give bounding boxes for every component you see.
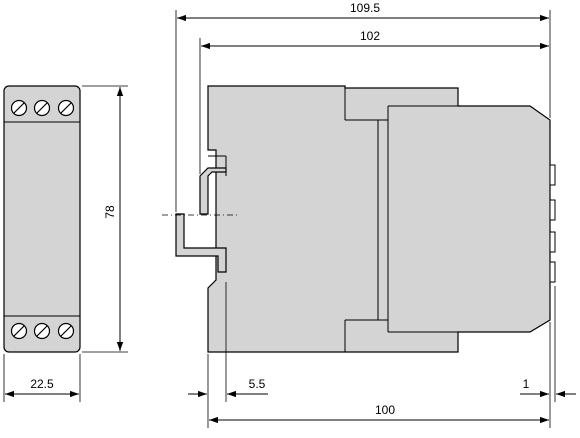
dimension-depth-100: 100 xyxy=(209,403,549,424)
terminal-screw-icon xyxy=(10,99,28,117)
dimension-front-offset: 1 xyxy=(520,286,576,428)
dimension-rail-offset: 5.5 xyxy=(188,282,268,428)
front-housing xyxy=(3,85,81,353)
width-label: 22.5 xyxy=(30,377,54,391)
front-view: 78 22.5 xyxy=(3,85,128,402)
front-knob-icon xyxy=(549,261,556,283)
dimension-width: 22.5 xyxy=(3,354,81,402)
height-label: 78 xyxy=(103,205,117,219)
terminal-screw-icon xyxy=(33,322,51,340)
front-knob-icon xyxy=(549,164,556,186)
terminal-screw-icon xyxy=(33,99,51,117)
rail-offset-label: 5.5 xyxy=(249,377,266,391)
side-view: 109.5 102 5.5 1 100 xyxy=(162,1,576,428)
bottom-terminals xyxy=(10,322,75,340)
depth-100-label: 100 xyxy=(375,403,395,417)
front-offset-label: 1 xyxy=(523,377,530,391)
terminal-screw-icon xyxy=(10,322,28,340)
dimension-depth-102: 102 xyxy=(199,29,549,174)
depth-102-label: 102 xyxy=(360,29,380,43)
front-knob-icon xyxy=(549,199,556,221)
side-housing xyxy=(207,85,551,353)
dimension-height: 78 xyxy=(82,85,128,353)
terminal-screw-icon xyxy=(57,322,75,340)
top-terminals xyxy=(10,99,75,117)
din-rail xyxy=(162,155,240,273)
dimension-overall-depth: 109.5 xyxy=(175,1,551,212)
overall-depth-label: 109.5 xyxy=(350,1,380,15)
terminal-screw-icon xyxy=(57,99,75,117)
front-knob-icon xyxy=(549,231,556,253)
